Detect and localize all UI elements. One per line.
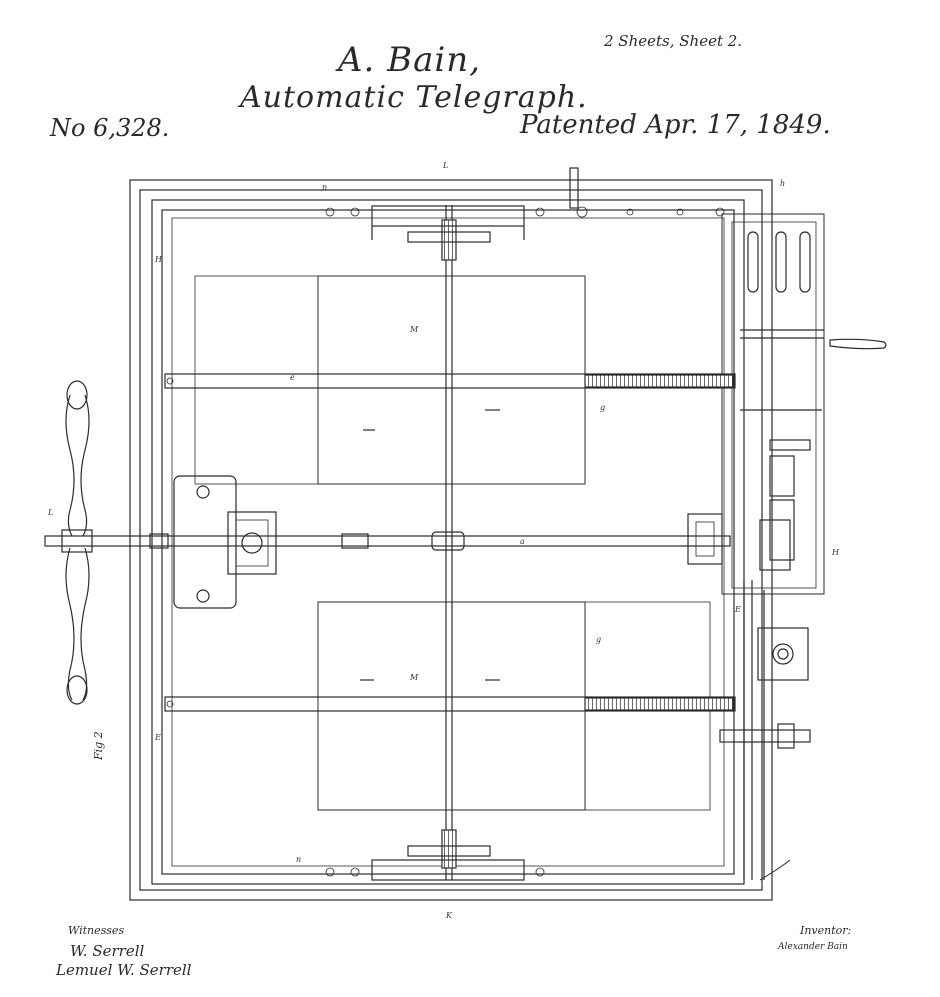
clock-box — [757, 627, 809, 681]
svg-text:L: L — [47, 508, 53, 517]
svg-text:n: n — [322, 183, 327, 192]
patent-title: Automatic Telegraph. — [240, 80, 588, 115]
upper-paper-back — [194, 275, 586, 485]
outer-frame-inner — [139, 189, 763, 891]
svg-text:M: M — [409, 325, 419, 334]
main-frame — [151, 199, 745, 885]
inventor-label: Inventor: — [800, 924, 852, 937]
figure-label: Fig 2 — [92, 731, 105, 760]
gear-plate — [173, 475, 237, 609]
witnesses-label: Witnesses — [68, 924, 125, 937]
outer-frame — [129, 179, 773, 901]
svg-text:g: g — [596, 635, 601, 644]
svg-text:H: H — [154, 255, 163, 264]
inner-frame — [161, 209, 735, 875]
svg-text:M: M — [409, 673, 419, 682]
patent-number: No 6,328. — [50, 114, 170, 142]
svg-text:a: a — [520, 537, 525, 546]
svg-text:e: e — [290, 373, 295, 382]
middle-shaft — [44, 535, 731, 547]
svg-text:E: E — [154, 733, 161, 742]
upper-rack — [584, 374, 734, 388]
inventor-signature: Alexander Bain — [778, 942, 848, 952]
bottom-rack — [441, 829, 457, 869]
svg-text:E: E — [734, 605, 741, 614]
svg-text:K: K — [445, 911, 453, 920]
crank-handle — [61, 380, 93, 705]
svg-text:g: g — [600, 403, 605, 412]
top-rack — [441, 219, 457, 261]
svg-text:H: H — [831, 548, 840, 557]
svg-text:L: L — [442, 161, 448, 170]
right-mechanism-frame — [721, 213, 825, 595]
inventor-name: A. Bain, — [338, 40, 482, 80]
right-gearbox — [687, 513, 723, 565]
sheet-info: 2 Sheets, Sheet 2. — [604, 32, 743, 50]
lower-traverse-bar — [164, 696, 736, 712]
witness-signature-2: Lemuel W. Serrell — [56, 961, 192, 979]
upper-traverse-bar — [164, 373, 736, 389]
svg-text:n: n — [296, 855, 301, 864]
patent-date: Patented Apr. 17, 1849. — [520, 110, 831, 140]
lower-rack — [584, 697, 734, 711]
witness-signature-1: W. Serrell — [70, 942, 145, 960]
svg-text:h: h — [780, 179, 785, 188]
